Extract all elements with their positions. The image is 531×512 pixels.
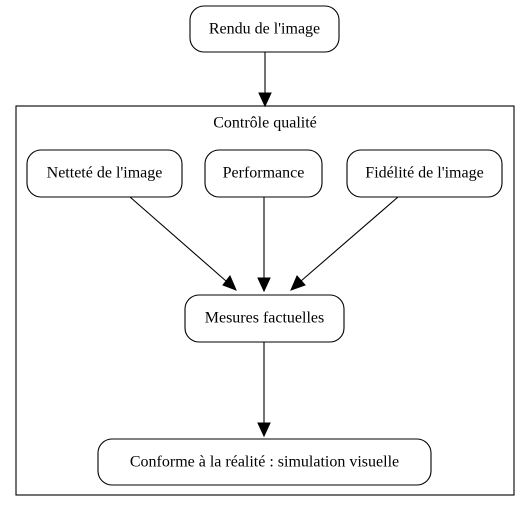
edge-fidelite-to-mesures [290,196,399,291]
node-fidelite: Fidélité de l'image [346,149,503,198]
node-performance: Performance [204,149,323,198]
node-nettete-label: Netteté de l'image [47,165,163,182]
node-nettete: Netteté de l'image [26,149,183,198]
node-nettete-box [26,149,183,198]
node-conforme-box [97,438,432,486]
node-rendu-box [189,5,340,53]
edge-performance-to-mesures [257,197,271,293]
edges [129,52,399,438]
edge-fidelite-to-mesures-line [300,196,399,282]
node-conforme: Conforme à la réalité : simulation visue… [97,438,432,486]
edge-mesures-to-conforme-arrowhead [257,422,271,438]
node-rendu-label: Rendu de l'image [209,21,320,38]
node-mesures-box [184,294,345,343]
node-fidelite-label: Fidélité de l'image [365,165,483,182]
edge-nettete-to-mesures-line [129,196,227,282]
edge-nettete-to-mesures [129,196,237,291]
edge-fidelite-to-mesures-arrowhead [290,275,306,291]
edge-mesures-to-conforme [257,342,271,438]
edge-performance-to-mesures-arrowhead [257,277,271,293]
edge-rendu-to-cluster-arrowhead [258,92,272,108]
node-conforme-label: Conforme à la réalité : simulation visue… [130,454,399,471]
node-fidelite-box [346,149,503,198]
node-performance-box [204,149,323,198]
node-mesures: Mesures factuelles [184,294,345,343]
edge-nettete-to-mesures-arrowhead [222,275,237,291]
node-performance-label: Performance [223,165,305,182]
node-rendu: Rendu de l'image [189,5,340,53]
node-mesures-label: Mesures factuelles [205,310,325,327]
cluster-quality-control-label: Contrôle qualité [213,115,317,132]
edge-rendu-to-cluster [258,52,272,108]
